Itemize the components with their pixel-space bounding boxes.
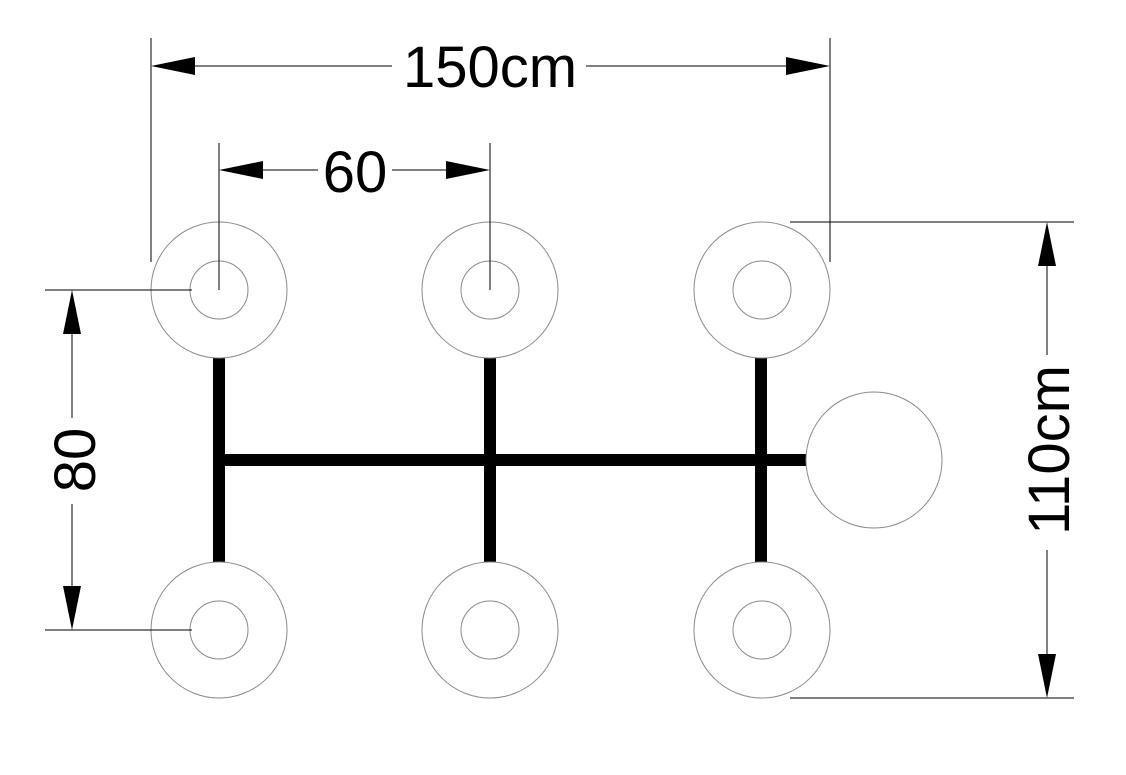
row-spacing-label: 80 bbox=[43, 428, 108, 493]
lamp-head-bottom-right bbox=[693, 561, 831, 699]
arrow-right-icon bbox=[786, 57, 830, 75]
arrow-up-icon bbox=[63, 290, 81, 334]
overall-depth-label: 110cm bbox=[1017, 365, 1082, 535]
spacing-label: 60 bbox=[323, 140, 388, 205]
overall-width-label: 150cm bbox=[403, 35, 577, 100]
arrow-right-icon bbox=[446, 161, 490, 179]
dimension-overall-depth: 110cm bbox=[790, 221, 1082, 699]
lamp-head-bottom-left bbox=[150, 561, 288, 699]
lamp-head-top-right bbox=[693, 221, 831, 359]
canopy-circle bbox=[805, 391, 943, 529]
dimension-overall-width: 150cm bbox=[150, 35, 831, 262]
dimension-spacing: 60 bbox=[218, 140, 491, 290]
frame bbox=[213, 358, 808, 562]
arrow-left-icon bbox=[151, 57, 195, 75]
lamp-head-bottom-middle bbox=[421, 561, 559, 699]
arrow-down-icon bbox=[63, 586, 81, 630]
dimension-row-spacing: 80 bbox=[43, 289, 192, 631]
arrow-up-icon bbox=[1038, 222, 1056, 266]
arrow-down-icon bbox=[1038, 654, 1056, 698]
arrow-left-icon bbox=[219, 161, 263, 179]
